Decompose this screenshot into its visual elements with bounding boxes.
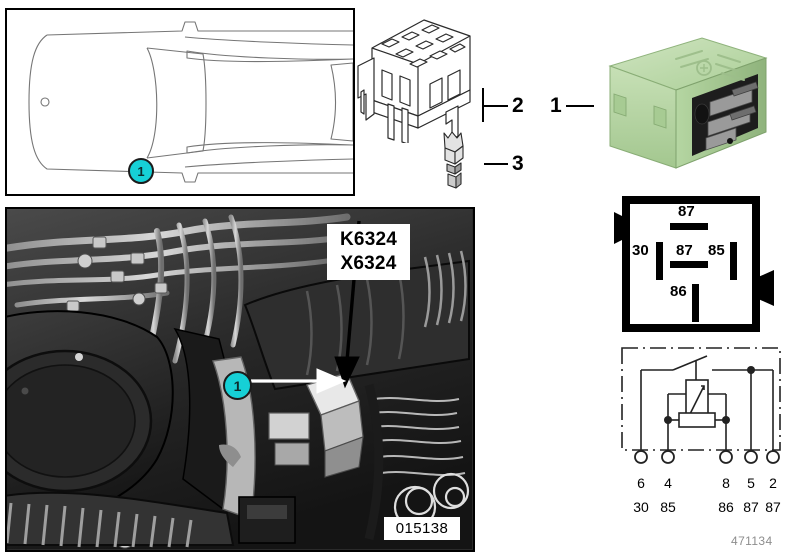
- callout-leader-3: [484, 163, 508, 165]
- schematic-terminal-code-5: 87: [765, 499, 781, 515]
- relay-schematic-diagram: 6 4 8 5 2 30 85 86 87 87: [608, 344, 796, 519]
- car-callout-badge-1[interactable]: 1: [128, 158, 154, 184]
- component-label-x6324: X6324: [340, 253, 397, 274]
- photo-callout-badge-1[interactable]: 1: [223, 371, 252, 400]
- callout-number-2: 2: [512, 94, 524, 117]
- callout-tick-2: [482, 88, 484, 122]
- pin-label-left-30: 30: [632, 242, 649, 259]
- pin-label-top-87: 87: [678, 203, 695, 220]
- component-label-k6324: K6324: [340, 228, 397, 250]
- vehicle-top-view-illustration: [28, 21, 353, 183]
- schematic-pin-number-2: 4: [664, 475, 672, 491]
- schematic-pin-number-5: 2: [769, 475, 777, 491]
- vehicle-location-panel: [5, 8, 355, 196]
- pin-label-center-87: 87: [676, 242, 693, 259]
- schematic-terminal-code-2: 85: [660, 499, 676, 515]
- schematic-terminal-code-4: 87: [743, 499, 759, 515]
- engine-bay-photo: [5, 207, 475, 552]
- callout-leader-2: [483, 105, 508, 107]
- relay-pin-layout-diagram: 87 30 87 85 86: [612, 196, 792, 332]
- photo-id-chip: 015138: [384, 517, 460, 540]
- schematic-terminal-code-1: 30: [633, 499, 649, 515]
- callout-leader-1: [566, 105, 594, 107]
- schematic-circuit: [621, 347, 781, 464]
- schematic-pin-number-3: 8: [722, 475, 730, 491]
- schematic-pin-number-4: 5: [747, 475, 755, 491]
- relay-socket-connector-illustration: [357, 19, 471, 143]
- green-relay-illustration: [608, 37, 768, 169]
- schematic-terminal-code-3: 86: [718, 499, 734, 515]
- pin-layout-outline: [614, 196, 774, 332]
- engine-bay-photo-content: [7, 209, 472, 549]
- contact-terminal-pin-illustration: [443, 131, 464, 189]
- component-designation-label: K6324 X6324: [327, 224, 410, 280]
- diagram-reference-number: 471134: [731, 534, 773, 548]
- pin-label-bottom-86: 86: [670, 283, 687, 300]
- callout-number-3: 3: [512, 152, 524, 175]
- schematic-pin-number-1: 6: [637, 475, 645, 491]
- callout-number-1: 1: [550, 94, 562, 117]
- pin-label-right-85: 85: [708, 242, 725, 259]
